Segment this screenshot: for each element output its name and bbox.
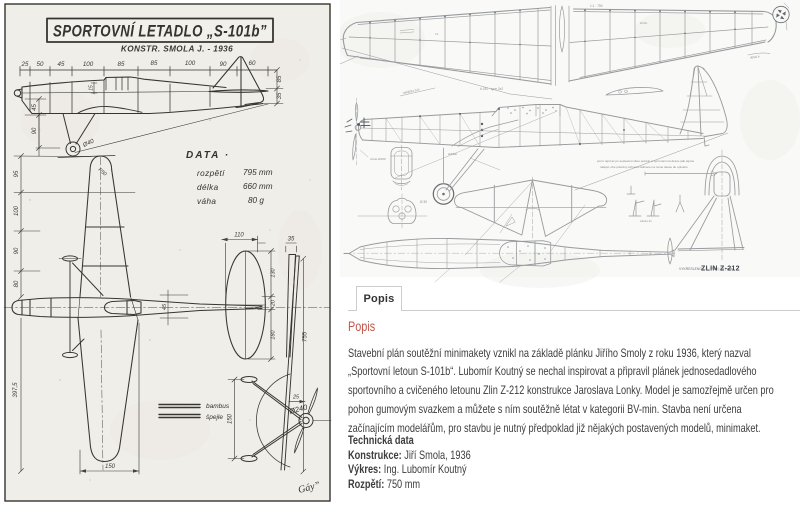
svg-text:12: 12 bbox=[435, 32, 439, 36]
svg-text:90: 90 bbox=[220, 61, 227, 68]
svg-text:délka: délka bbox=[197, 183, 219, 192]
svg-text:20: 20 bbox=[271, 299, 277, 307]
svg-text:nalepit; obe poloviny schnout: nalepit; obe poloviny schnout zatizene n… bbox=[600, 165, 688, 169]
svg-text:100: 100 bbox=[83, 61, 94, 68]
svg-text:váha: váha bbox=[197, 197, 216, 206]
svg-text:85: 85 bbox=[277, 75, 283, 82]
svg-text:špejle: špejle bbox=[206, 414, 223, 421]
svg-text:100: 100 bbox=[14, 205, 20, 216]
svg-text:25: 25 bbox=[292, 395, 300, 401]
svg-text:795 mm: 795 mm bbox=[243, 168, 273, 177]
svg-text:90: 90 bbox=[14, 247, 20, 254]
svg-text:25: 25 bbox=[21, 61, 29, 68]
svg-text:1:1 · 750: 1:1 · 750 bbox=[590, 4, 603, 8]
svg-text:45: 45 bbox=[58, 61, 65, 68]
svg-text:45: 45 bbox=[162, 303, 168, 310]
svg-text:85: 85 bbox=[118, 61, 125, 68]
svg-text:vrtule Ø180: vrtule Ø180 bbox=[370, 157, 386, 161]
svg-text:80: 80 bbox=[14, 280, 20, 287]
svg-text:R50: R50 bbox=[97, 167, 108, 178]
svg-text:SPORTOVNÍ LETADLO „S-101b”: SPORTOVNÍ LETADLO „S-101b” bbox=[53, 22, 267, 41]
svg-text:křídlo: křídlo bbox=[640, 21, 648, 25]
svg-text:15: 15 bbox=[89, 85, 95, 91]
svg-text:60: 60 bbox=[249, 60, 256, 67]
svg-text:85: 85 bbox=[151, 60, 158, 67]
svg-text:pozn: lepit az po sestaveni ob: pozn: lepit az po sestaveni obou polovin… bbox=[597, 159, 695, 163]
svg-text:100: 100 bbox=[185, 60, 196, 67]
svg-text:90: 90 bbox=[32, 127, 38, 134]
svg-text:660 mm: 660 mm bbox=[243, 182, 273, 191]
svg-text:130: 130 bbox=[271, 267, 277, 277]
svg-text:závěs 2x: závěs 2x bbox=[640, 219, 652, 223]
svg-text:bambus: bambus bbox=[206, 403, 230, 410]
svg-text:náběžka 3x5: náběžka 3x5 bbox=[402, 87, 420, 95]
svg-text:35: 35 bbox=[277, 92, 283, 99]
svg-text:b 150 · spar 3x3: b 150 · spar 3x3 bbox=[480, 87, 503, 91]
svg-text:150: 150 bbox=[228, 413, 234, 424]
svg-text:180: 180 bbox=[271, 329, 277, 339]
svg-text:50: 50 bbox=[37, 61, 44, 68]
svg-text:80 g: 80 g bbox=[248, 196, 264, 205]
svg-text:35: 35 bbox=[288, 237, 295, 243]
svg-text:95: 95 bbox=[14, 170, 20, 177]
svg-text:Ø40: Ø40 bbox=[81, 138, 95, 149]
svg-text:detail A: detail A bbox=[750, 54, 760, 59]
svg-text:VYKRESLENO 1:1 · P 80 | 80 | m: VYKRESLENO 1:1 · P 80 | 80 | mm bbox=[679, 267, 733, 271]
svg-text:397,5: 397,5 bbox=[13, 382, 19, 398]
svg-text:150: 150 bbox=[105, 464, 116, 470]
svg-text:Ø 35: Ø 35 bbox=[420, 200, 427, 204]
svg-text:Gáy”: Gáy” bbox=[297, 480, 322, 496]
svg-text:45: 45 bbox=[32, 104, 38, 111]
svg-text:těžiště: těžiště bbox=[448, 152, 457, 156]
svg-text:KONSTR. SMOLA J. - 1936: KONSTR. SMOLA J. - 1936 bbox=[121, 45, 233, 54]
svg-text:rozpětí: rozpětí bbox=[197, 169, 225, 178]
svg-text:DATA ·: DATA · bbox=[186, 150, 230, 161]
svg-text:110: 110 bbox=[234, 233, 244, 239]
svg-text:755: 755 bbox=[303, 331, 309, 342]
svg-text:ZLIN Z-212: ZLIN Z-212 bbox=[701, 266, 740, 273]
